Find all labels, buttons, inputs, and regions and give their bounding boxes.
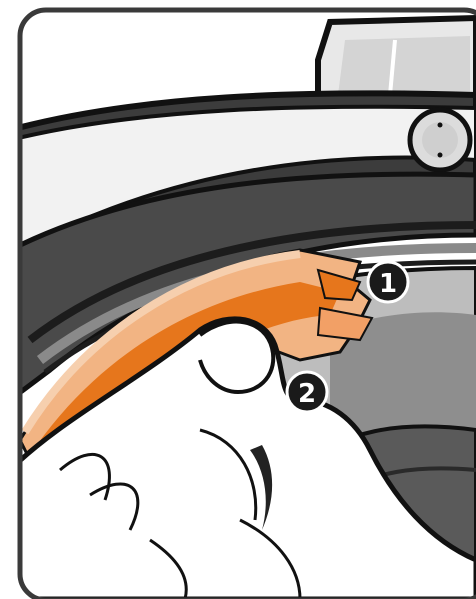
thumb: [200, 322, 273, 392]
step-badge-1: 1: [368, 262, 408, 302]
step-badge-2: 2: [287, 372, 327, 412]
step-label-2: 2: [298, 379, 316, 409]
drawer-inner: [338, 36, 470, 95]
step-label-1: 1: [379, 269, 397, 299]
hinge-dot-top: [438, 123, 443, 128]
hinge-dot-bottom: [438, 153, 443, 158]
